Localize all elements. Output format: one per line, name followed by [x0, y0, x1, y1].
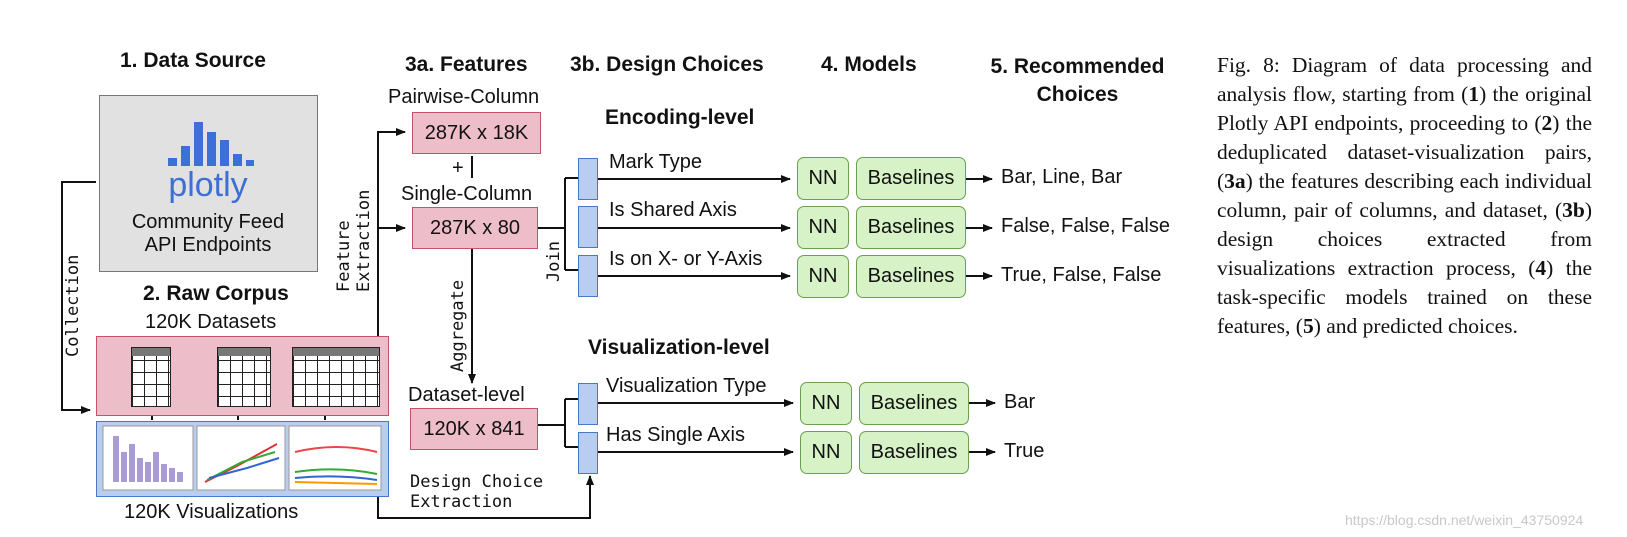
- nn-model: NN: [800, 431, 852, 474]
- task-label: Is Shared Axis: [609, 199, 737, 221]
- step-raw-corpus: 2. Raw Corpus: [143, 282, 289, 305]
- feature-extraction-trunk: [377, 128, 406, 340]
- baselines-model: Baselines: [859, 431, 969, 474]
- plotly-bar-icon: [168, 122, 254, 166]
- aggregate-label: Aggregate: [448, 279, 468, 372]
- result-text: True, False, False: [1001, 264, 1162, 286]
- nn-model: NN: [797, 255, 849, 298]
- task-marker: [578, 255, 598, 297]
- datasets-box: [96, 336, 389, 416]
- task-marker: [578, 432, 598, 474]
- visualization-thumbnails: [102, 425, 382, 491]
- visualizations-box: [96, 421, 389, 497]
- baselines-model: Baselines: [859, 382, 969, 425]
- result-text: True: [1004, 440, 1045, 462]
- corpus-datasets-label: 120K Datasets: [145, 311, 277, 333]
- dataset-level-label: Dataset-level: [408, 384, 525, 406]
- task-label: Is on X- or Y-Axis: [609, 248, 763, 270]
- task-label: Mark Type: [609, 151, 702, 173]
- task-label: Visualization Type: [606, 375, 767, 397]
- design-choice-arrow: [377, 475, 594, 519]
- step-models: 4. Models: [821, 53, 917, 76]
- nn-model: NN: [800, 382, 852, 425]
- collection-arrow: [61, 181, 96, 414]
- nn-model: NN: [797, 157, 849, 200]
- encoding-level-label: Encoding-level: [605, 106, 755, 129]
- step-design-choices: 3b. Design Choices: [570, 53, 764, 76]
- source-line-2: API Endpoints: [144, 234, 272, 256]
- visualization-level-label: Visualization-level: [588, 336, 770, 359]
- pairwise-dim-box: 287K x 18K: [412, 112, 541, 154]
- task-marker: [578, 383, 598, 425]
- table-icon: [217, 347, 271, 407]
- pairwise-column-label: Pairwise-Column: [388, 86, 540, 108]
- figure-caption: Fig. 8: Diagram of data processing and a…: [1217, 53, 1592, 338]
- baselines-model: Baselines: [856, 255, 966, 298]
- result-text: Bar: [1004, 391, 1036, 413]
- table-icon: [292, 347, 380, 407]
- nn-model: NN: [797, 206, 849, 249]
- table-icon: [131, 347, 171, 407]
- task-marker: [578, 206, 598, 248]
- dataset-dim-box: 120K x 841: [410, 408, 538, 450]
- plotly-logo: plotly: [168, 166, 248, 204]
- result-text: Bar, Line, Bar: [1001, 166, 1123, 188]
- corpus-visualizations-label: 120K Visualizations: [124, 501, 299, 523]
- result-text: False, False, False: [1001, 215, 1170, 237]
- task-marker: [578, 158, 598, 200]
- plus-sign: +: [452, 157, 464, 179]
- collection-label: Collection: [63, 254, 83, 357]
- step-data-source: 1. Data Source: [120, 49, 266, 72]
- watermark: https://blog.csdn.net/weixin_43750924: [1345, 512, 1584, 528]
- baselines-model: Baselines: [856, 157, 966, 200]
- data-source-box: plotly Community Feed API Endpoints: [99, 95, 318, 272]
- single-column-label: Single-Column: [401, 183, 533, 205]
- step-features: 3a. Features: [405, 53, 528, 76]
- task-label: Has Single Axis: [606, 424, 745, 446]
- join-label: Join: [544, 241, 564, 282]
- source-line-1: Community Feed: [131, 211, 285, 233]
- baselines-model: Baselines: [856, 206, 966, 249]
- single-dim-box: 287K x 80: [412, 207, 538, 249]
